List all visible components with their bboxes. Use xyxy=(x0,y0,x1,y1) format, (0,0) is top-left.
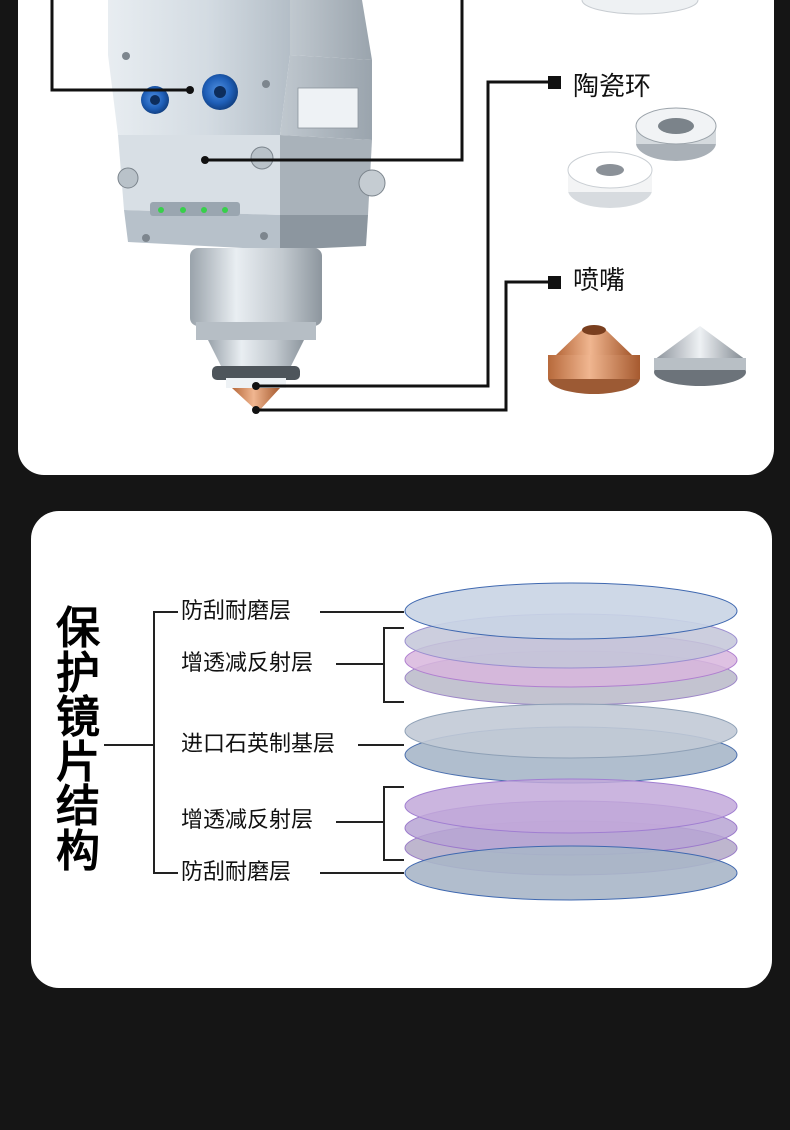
nozzle-tip xyxy=(232,388,280,412)
status-led-icon xyxy=(180,207,186,213)
callout-label-nozzle: 喷嘴 xyxy=(573,266,626,296)
lens-structure-title: 保护镜片结构 xyxy=(56,603,100,877)
nozzle-image xyxy=(548,325,746,394)
status-led-icon xyxy=(158,207,164,213)
ceramic-ring-image xyxy=(567,107,717,208)
layer-label-scratch-resistant-bottom: 防刮耐磨层 xyxy=(181,860,292,885)
callout-label-ceramic-ring: 陶瓷环 xyxy=(573,72,652,102)
layer-label-anti-reflective-bottom: 增透减反射层 xyxy=(181,808,314,833)
callout-square-icon xyxy=(548,76,561,89)
layer-label-quartz-substrate: 进口石英制基层 xyxy=(181,732,336,757)
callout-square-icon xyxy=(548,276,561,289)
laser-head xyxy=(108,0,386,412)
status-led-icon xyxy=(201,207,207,213)
lens-layers xyxy=(404,582,738,901)
callout-lines xyxy=(50,0,554,412)
layer-label-scratch-resistant-top: 防刮耐磨层 xyxy=(181,599,292,624)
bracket-lines xyxy=(104,611,404,874)
status-led-icon xyxy=(222,207,228,213)
layer-label-anti-reflective-top: 增透减反射层 xyxy=(181,651,314,676)
laser-head-illustration xyxy=(50,0,746,414)
